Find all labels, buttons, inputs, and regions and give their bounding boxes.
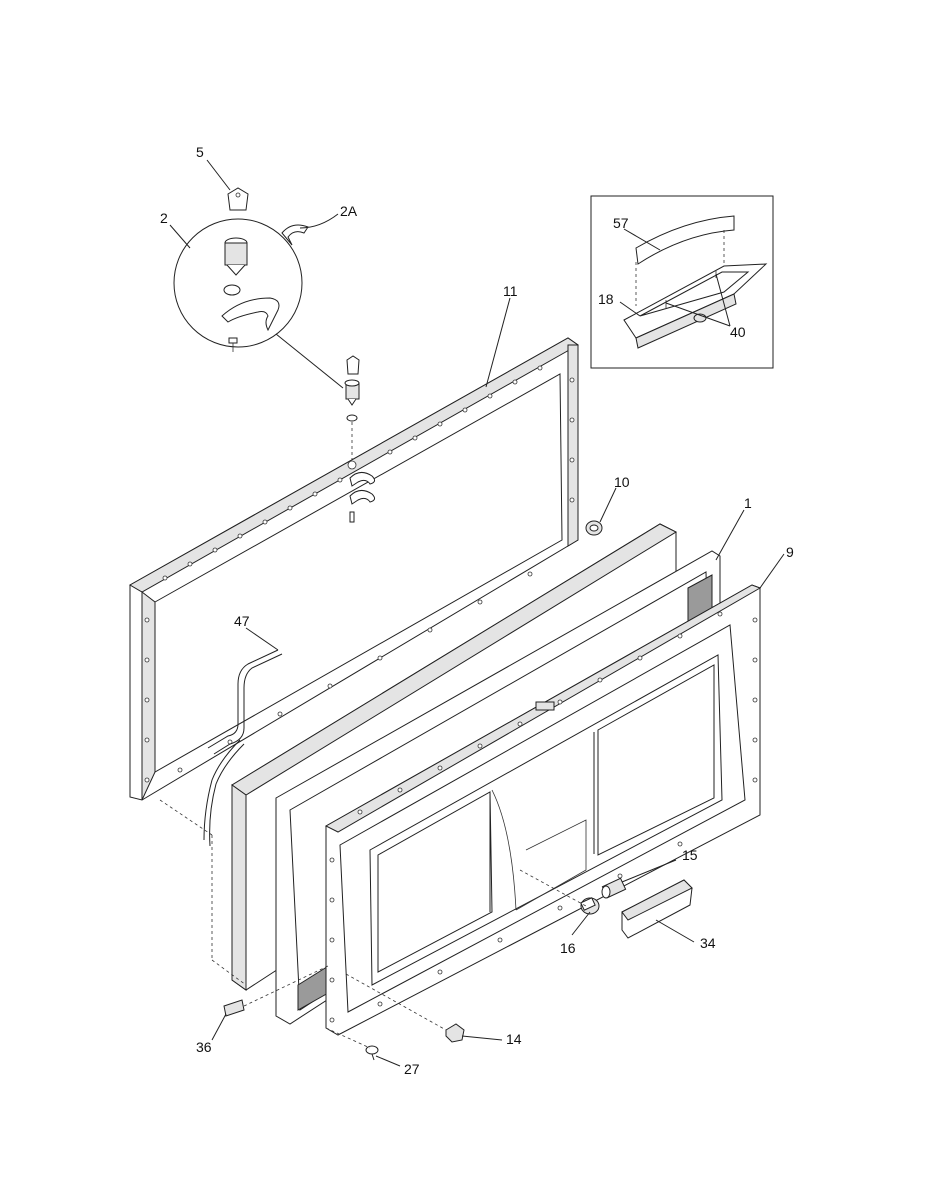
screw-part-27 <box>365 1045 379 1061</box>
callout-labels: 5 2 2A 11 57 18 40 10 1 9 47 15 16 34 36… <box>160 144 794 1077</box>
callout-14: 14 <box>506 1031 522 1047</box>
callout-57: 57 <box>613 215 629 231</box>
callout-2: 2 <box>160 210 168 226</box>
callout-34: 34 <box>700 935 716 951</box>
key-part-5 <box>227 187 249 211</box>
callout-36: 36 <box>196 1039 212 1055</box>
wire-harness-47 <box>203 649 283 847</box>
callout-16: 16 <box>560 940 576 956</box>
callout-2A: 2A <box>340 203 358 219</box>
clip-part-2A <box>281 224 309 246</box>
callout-40: 40 <box>730 324 746 340</box>
assembly-lines <box>159 799 587 1049</box>
callout-9: 9 <box>786 544 794 560</box>
callout-18: 18 <box>598 291 614 307</box>
bumper-part-10 <box>585 520 603 536</box>
callout-47: 47 <box>234 613 250 629</box>
lid-outer-panel-11 <box>128 337 579 801</box>
clip-part-36 <box>223 999 245 1017</box>
light-cover-part-34 <box>621 879 693 939</box>
callout-5: 5 <box>196 144 204 160</box>
callout-27: 27 <box>404 1061 420 1077</box>
callout-15: 15 <box>682 847 698 863</box>
switch-part-14 <box>445 1023 465 1043</box>
door-frame-9 <box>324 584 762 1036</box>
light-socket-part-15 <box>601 877 627 899</box>
handle-detail-inset <box>590 195 774 369</box>
callout-11: 11 <box>503 283 518 299</box>
leader-lines <box>169 159 785 1067</box>
lock-assembly <box>344 355 376 523</box>
screw-holes-11 <box>144 365 575 783</box>
callout-1: 1 <box>744 495 752 511</box>
callout-10: 10 <box>614 474 630 490</box>
lock-detail-inset-2 <box>173 218 344 389</box>
light-bulb-part-16 <box>580 897 600 915</box>
screw-holes-9 <box>329 611 758 1023</box>
